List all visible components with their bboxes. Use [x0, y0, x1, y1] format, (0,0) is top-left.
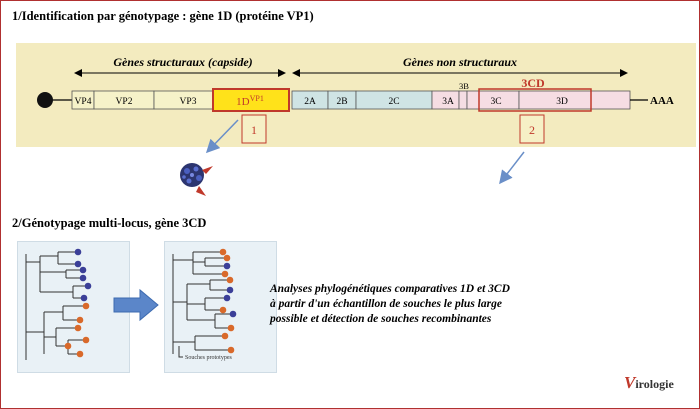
leaf-blue — [84, 282, 92, 290]
leaf-blue — [229, 310, 237, 318]
label-3c: 3C — [490, 97, 501, 107]
leaf-orange — [64, 342, 72, 350]
label-structural: Gènes structuraux (capside) — [113, 55, 252, 69]
marker-1-box — [241, 114, 267, 144]
logo-rest: irologie — [635, 377, 674, 391]
section1-title: 1/Identification par génotypage : gène 1… — [12, 9, 314, 23]
genome-diagram: Gènes structuraux (capside) Gènes non st… — [37, 55, 674, 196]
segment-3d — [518, 90, 631, 110]
leaf-blue — [79, 266, 87, 274]
marker-1-label: 1 — [251, 123, 257, 137]
leaf-blue — [226, 286, 234, 294]
leaf-orange — [219, 306, 227, 314]
label-2b: 2B — [336, 97, 347, 107]
label-1d-main: 1D — [236, 96, 250, 108]
arrow-to-capsid — [205, 119, 239, 154]
leaf-orange — [223, 254, 231, 262]
label-vp2: VP2 — [116, 97, 133, 107]
leaf-orange — [226, 276, 234, 284]
section2-title: 2/Génotypage multi-locus, gène 3CD — [12, 216, 207, 230]
leaf-blue — [80, 294, 88, 302]
phylogenetic-tree-1d — [17, 241, 130, 373]
label-1d-sup: VP1 — [250, 94, 264, 103]
arrow-3cd-down — [499, 151, 525, 185]
label-2c: 2C — [388, 97, 399, 107]
label-2a: 2A — [304, 97, 316, 107]
leaf-blue — [223, 262, 231, 270]
virion-icon — [180, 163, 213, 196]
leaf-blue — [74, 248, 82, 256]
tree-3cd-leaves — [219, 248, 237, 354]
leaf-orange — [227, 324, 235, 332]
leaf-blue — [79, 274, 87, 282]
vpg-cap-icon — [37, 92, 53, 108]
label-3a: 3A — [442, 97, 454, 107]
analysis-line-1: Analyses phylogénétiques comparatives 1D… — [270, 283, 510, 295]
marker-2-label: 2 — [529, 123, 535, 137]
analysis-text: Analyses phylogénétiques comparatives 1D… — [270, 282, 510, 327]
segment-3b — [458, 90, 468, 110]
tree-1d-leaves — [64, 248, 92, 358]
virologie-logo: Virologie — [624, 373, 674, 393]
leaf-blue — [74, 260, 82, 268]
leaf-orange — [227, 346, 235, 354]
marker-2-box — [519, 114, 545, 144]
logo-initial: V — [624, 373, 636, 392]
tree-3cd-drawing: Souches prototypes — [172, 248, 237, 361]
label-nonstructural: Gènes non structuraux — [403, 55, 517, 69]
label-3d: 3D — [556, 97, 568, 107]
region-3cd-box — [478, 88, 592, 112]
leaf-orange — [74, 324, 82, 332]
label-polya: AAA — [650, 95, 674, 107]
label-vp3: VP3 — [180, 97, 197, 107]
tree-prototype-label: Souches prototypes — [185, 355, 232, 361]
leaf-orange — [76, 316, 84, 324]
segment-1d — [212, 88, 290, 112]
leaf-orange — [221, 270, 229, 278]
leaf-orange — [82, 302, 90, 310]
analysis-line-2: à partir d'un échantillon de souches le … — [270, 298, 502, 310]
label-vp4: VP4 — [75, 97, 92, 107]
analysis-line-3: possible et détection de souches recombi… — [270, 313, 492, 325]
label-1d: 1DVP1 — [236, 94, 264, 108]
leaf-blue — [223, 294, 231, 302]
leaf-orange — [82, 336, 90, 344]
phylogenetic-tree-3cd: Souches prototypes — [164, 241, 277, 373]
comparison-arrow-icon — [113, 288, 159, 322]
leaf-orange — [219, 248, 227, 256]
label-3b: 3B — [459, 81, 469, 91]
tree-1d-drawing — [25, 248, 92, 360]
label-3cd: 3CD — [521, 76, 545, 90]
leaf-orange — [76, 350, 84, 358]
segment-3b-2 — [466, 90, 480, 110]
leaf-orange — [221, 332, 229, 340]
